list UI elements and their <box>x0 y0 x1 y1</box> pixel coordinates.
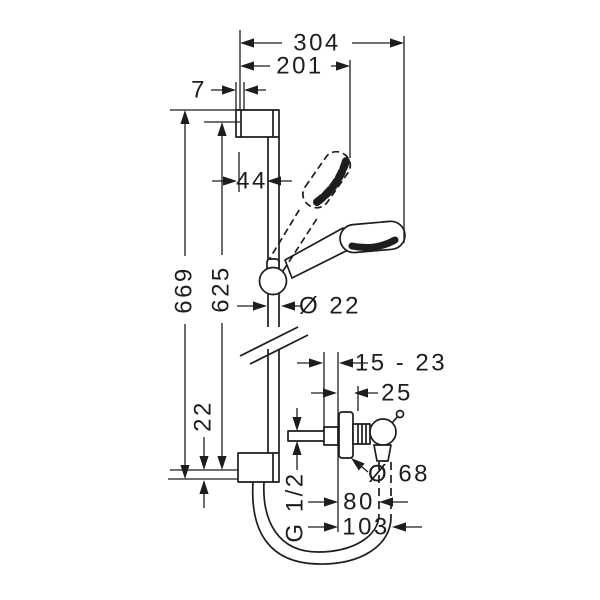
dim-bottom-offset-label: 22 <box>190 400 217 432</box>
dim-connection-thread: G 1/2 <box>282 408 309 543</box>
dim-top-offset: 7 <box>191 77 266 104</box>
dim-depth-range-label: 15 - 23 <box>355 350 447 377</box>
dim-hole-distance: 625 <box>208 122 235 470</box>
dim-hose-distance-label: 103 <box>342 514 390 541</box>
spray-face-alt <box>313 157 350 206</box>
dim-hole-distance-label: 625 <box>208 265 235 313</box>
dim-overall-width-label: 304 <box>293 30 341 57</box>
hand-shower-alt-position <box>266 150 352 272</box>
shower-rail-assembly <box>235 109 406 565</box>
dim-top-offset-label: 7 <box>191 77 207 104</box>
dim-wall-offset: 44 <box>212 168 292 195</box>
hose-hidden-section <box>378 462 392 517</box>
dim-outlet-distance: 80 <box>308 489 408 516</box>
dim-escutcheon-diameter-label: Ø 68 <box>368 461 430 488</box>
slider-holder <box>258 258 288 296</box>
break-line-icon <box>249 334 309 365</box>
dimension-annotations: 304 201 7 44 669 <box>168 30 447 543</box>
dim-rail-diameter-label: Ø 22 <box>299 293 361 320</box>
top-bracket <box>235 109 280 138</box>
dim-holder-width: 201 <box>240 53 350 80</box>
spray-face <box>348 236 399 251</box>
dim-valve-depth-label: 25 <box>381 380 413 407</box>
dim-connection-thread-label: G 1/2 <box>282 471 309 542</box>
dim-rail-length: 669 <box>171 110 198 479</box>
hand-shower <box>284 220 406 279</box>
knob-pin <box>395 409 405 419</box>
dim-valve-depth: 25 <box>311 380 413 407</box>
wall-fitting <box>323 426 339 446</box>
dim-overall-width: 304 <box>240 30 404 57</box>
bottom-bracket <box>237 452 280 483</box>
escutcheon <box>338 411 354 459</box>
dim-bottom-offset: 22 <box>190 400 217 508</box>
hose-outlet <box>373 444 392 462</box>
dim-holder-width-label: 201 <box>276 53 324 80</box>
break-line-icon <box>239 326 299 357</box>
dim-hose-distance: 103 <box>308 514 422 541</box>
dim-escutcheon-diameter: Ø 68 <box>348 454 430 488</box>
shower-hose <box>251 462 392 565</box>
dim-rail-length-label: 669 <box>171 266 198 314</box>
wall-bar <box>239 137 309 453</box>
dim-wall-offset-label: 44 <box>236 168 268 195</box>
shut-off-valve <box>287 409 405 462</box>
dim-outlet-distance-label: 80 <box>343 489 375 516</box>
dim-depth-range: 15 - 23 <box>297 350 447 377</box>
dim-rail-diameter: Ø 22 <box>237 293 361 320</box>
